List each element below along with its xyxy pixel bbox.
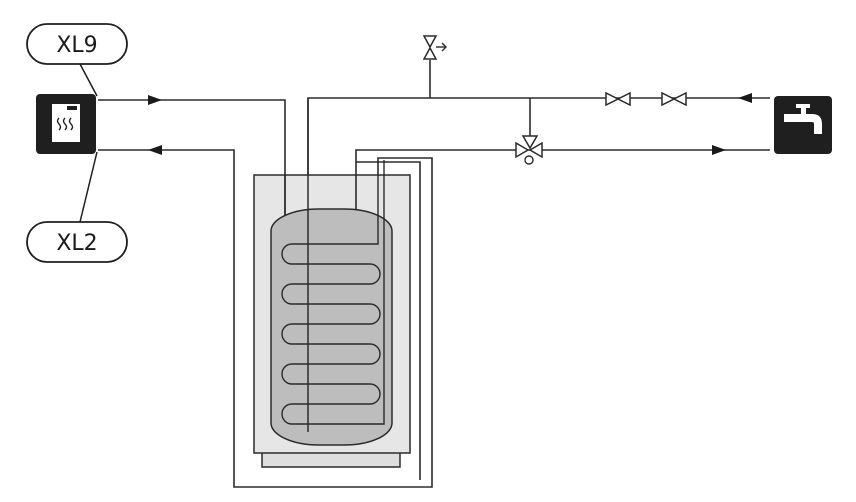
heating-return-pipe — [98, 149, 433, 488]
shutoff-valve-icon — [661, 91, 687, 107]
callout-xl9-label: XL9 — [56, 33, 97, 58]
arrow-cold-in — [738, 93, 752, 103]
tank-heating-coil — [281, 160, 385, 425]
water-tap-icon — [774, 96, 832, 154]
hot-water-outer-line — [356, 161, 421, 480]
callout-xl2: XL2 — [26, 151, 128, 263]
flow-arrows — [148, 93, 752, 155]
arrow-flow-right — [148, 95, 162, 105]
tank-inner-vessel — [270, 208, 393, 446]
arrow-return-left — [148, 145, 162, 155]
callout-xl2-label: XL2 — [56, 231, 97, 256]
hot-water-pipe — [355, 149, 770, 210]
safety-valve-icon — [422, 35, 447, 60]
piping — [98, 60, 770, 488]
water-heater-tank — [253, 98, 411, 468]
callout-xl9: XL9 — [26, 23, 128, 97]
three-way-mixing-valve-icon — [515, 135, 543, 165]
arrow-hot-out — [712, 145, 726, 155]
tank-base — [261, 451, 401, 468]
shutoff-valve-icon — [605, 91, 631, 107]
heat-pump-icon — [36, 94, 96, 154]
